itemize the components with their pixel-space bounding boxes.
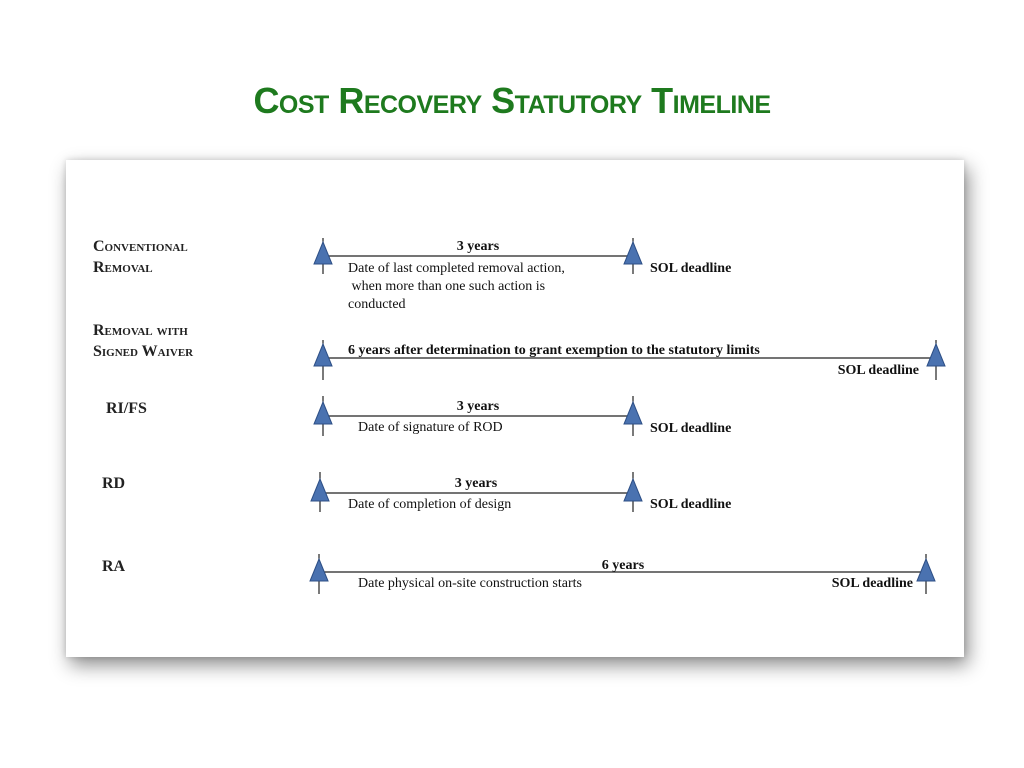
timeline-diagram: 3 years Date of last completed removal a… xyxy=(309,238,946,594)
row-label-rifs: RI/FS xyxy=(106,400,147,417)
duration-label: 6 years xyxy=(602,558,645,573)
timeline-row-ra: 6 years Date physical on-site constructi… xyxy=(309,554,936,594)
end-label: SOL deadline xyxy=(832,576,913,591)
row-label-conventional-removal: Conventional Removal xyxy=(93,238,188,276)
start-marker-icon xyxy=(309,554,329,594)
start-marker-icon xyxy=(313,238,333,274)
start-marker-icon xyxy=(313,340,333,380)
end-marker-icon xyxy=(623,238,643,274)
end-marker-icon xyxy=(916,554,936,594)
start-description-line: Date of completion of design xyxy=(348,497,511,512)
start-description-line: Date of last completed removal action, xyxy=(348,261,565,276)
end-marker-icon xyxy=(926,340,946,380)
end-marker-icon xyxy=(623,396,643,436)
end-label: SOL deadline xyxy=(650,497,731,512)
end-marker-icon xyxy=(623,472,643,512)
start-description-line: conducted xyxy=(348,297,406,312)
start-marker-icon xyxy=(313,396,333,436)
end-label: SOL deadline xyxy=(650,261,731,276)
duration-label: 3 years xyxy=(455,476,498,491)
slide-title: Cost Recovery Statutory Timeline xyxy=(253,80,771,121)
duration-label: 3 years xyxy=(457,239,500,254)
duration-label: 3 years xyxy=(457,399,500,414)
end-label: SOL deadline xyxy=(838,363,919,378)
timeline-row-removal-with-signed-waiver: 6 years after determination to grant exe… xyxy=(313,340,946,380)
start-description-line: Date of signature of ROD xyxy=(358,420,503,435)
timeline-row-rifs: 3 years Date of signature of ROD SOL dea… xyxy=(313,396,731,436)
timeline-row-rd: 3 years Date of completion of design SOL… xyxy=(310,472,731,512)
start-description-line: when more than one such action is xyxy=(348,279,545,294)
row-label-rd: RD xyxy=(102,475,126,492)
end-label: SOL deadline xyxy=(650,421,731,436)
timeline-panel: Conventional Removal Removal with Signed… xyxy=(66,160,964,657)
start-description-line: Date physical on-site construction start… xyxy=(358,576,582,591)
timeline-row-conventional-removal: 3 years Date of last completed removal a… xyxy=(313,238,731,312)
row-label-ra: RA xyxy=(102,558,126,575)
duration-label: 6 years after determination to grant exe… xyxy=(348,343,760,358)
start-marker-icon xyxy=(310,472,330,512)
row-label-removal-with-signed-waiver: Removal with Signed Waiver xyxy=(93,322,194,360)
